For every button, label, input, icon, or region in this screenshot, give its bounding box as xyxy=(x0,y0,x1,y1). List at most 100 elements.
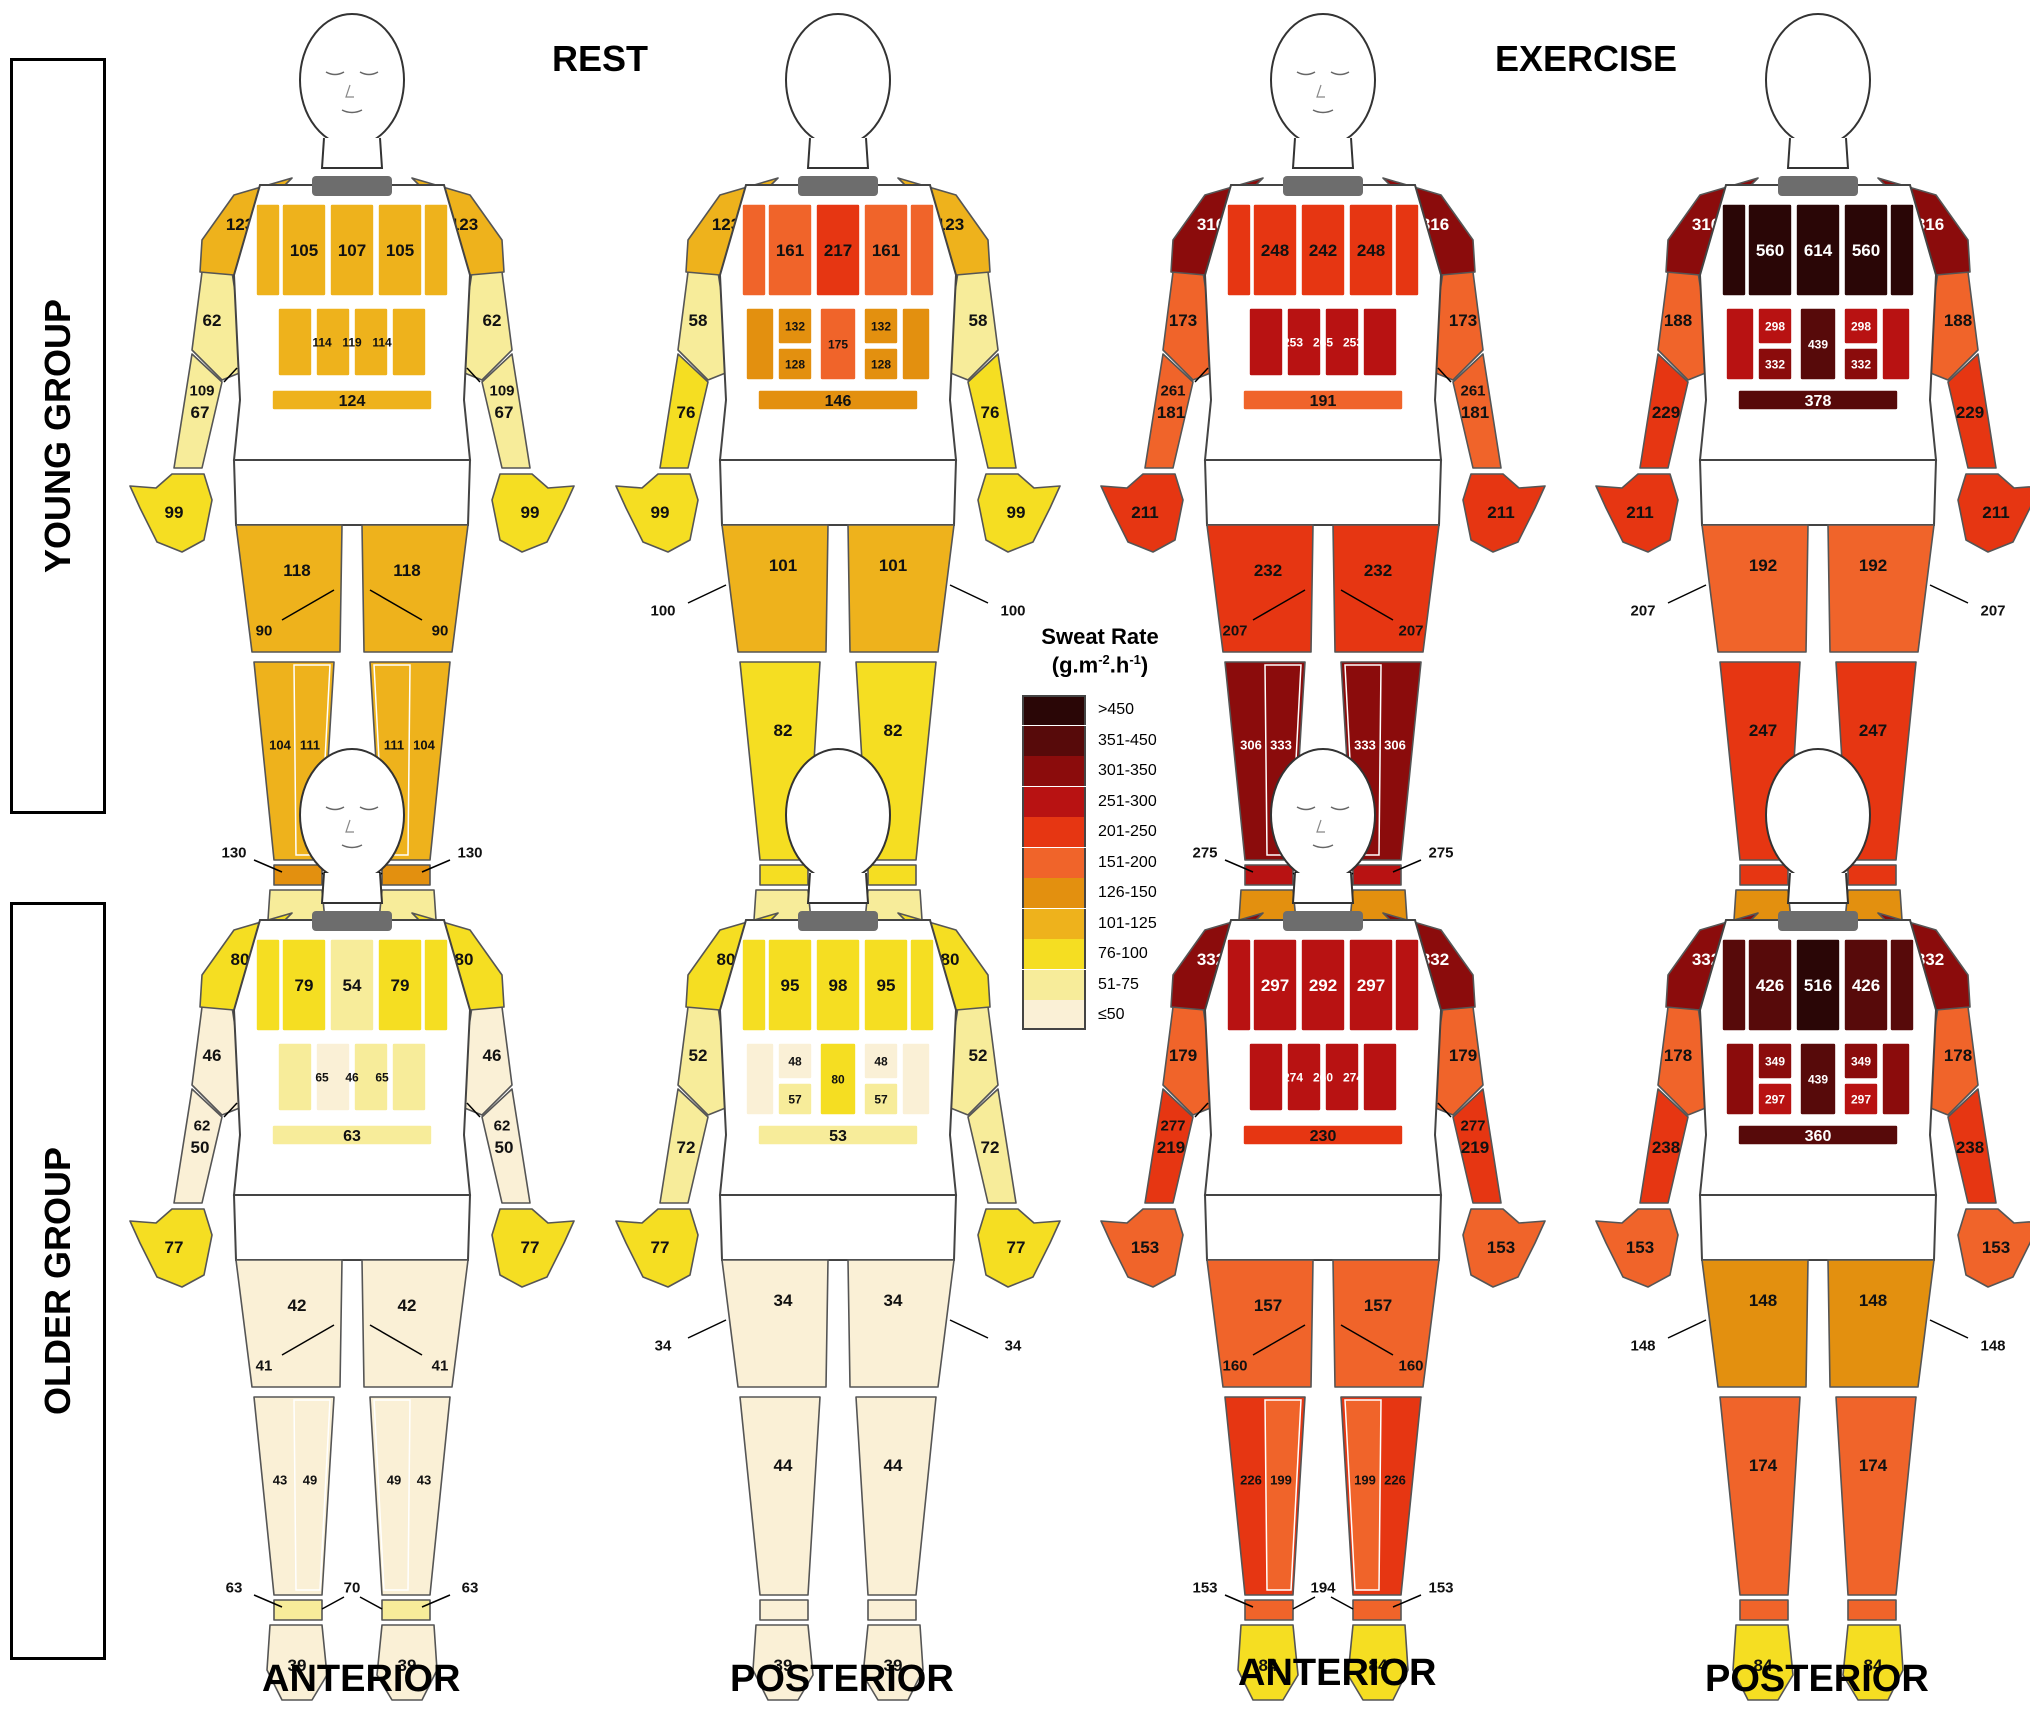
mid-back-side-region xyxy=(745,307,775,381)
mid-back-value: 439 xyxy=(1808,1072,1828,1086)
forearm-value: 72 xyxy=(677,1138,696,1157)
ankle-region xyxy=(1847,1599,1897,1621)
forearm-region xyxy=(967,353,1017,469)
hand-value: 153 xyxy=(1131,1238,1159,1257)
leader-line xyxy=(281,589,335,621)
upper-arm-value: 62 xyxy=(483,311,502,330)
hand-value: 211 xyxy=(1131,503,1158,522)
mid-back-region xyxy=(777,307,813,345)
chest-region xyxy=(1300,203,1346,297)
thigh-region xyxy=(847,1259,955,1388)
thigh-region xyxy=(361,1259,469,1388)
chest-region xyxy=(815,938,861,1032)
foot-value: 84 xyxy=(1369,1656,1388,1675)
forearm-value: 181 xyxy=(1461,403,1489,422)
hand-value: 99 xyxy=(165,503,184,522)
ankle-mid-value: 194 xyxy=(1310,1579,1336,1596)
neck-bar xyxy=(1283,176,1363,196)
ankle-region xyxy=(1352,1599,1402,1621)
hand-region xyxy=(491,1208,575,1288)
neck-bar xyxy=(312,176,392,196)
thigh-region xyxy=(1332,524,1440,653)
thigh-region xyxy=(1827,1259,1935,1388)
thigh-value: 232 xyxy=(1364,561,1392,580)
abdomen-region xyxy=(391,307,427,377)
mid-back-region xyxy=(1757,1042,1793,1080)
pelvis-outline xyxy=(232,459,472,526)
chest-side-region xyxy=(1889,938,1915,1032)
elbow-value: 62 xyxy=(194,1117,211,1134)
lower-band-region xyxy=(757,389,919,411)
ankle-value: 153 xyxy=(1192,1579,1217,1596)
foot-region xyxy=(1732,1624,1794,1701)
thigh-side-value: 100 xyxy=(1000,602,1025,619)
shoulder-value: 80 xyxy=(455,950,474,969)
hand-region xyxy=(1595,473,1679,553)
abdomen-region xyxy=(315,1042,351,1112)
chest-value: 95 xyxy=(877,976,896,995)
elbow-value: 277 xyxy=(1460,1117,1485,1134)
leader-line xyxy=(1667,1319,1707,1339)
lower-band-value: 360 xyxy=(1805,1128,1832,1145)
chest-value: 560 xyxy=(1756,241,1784,260)
hand-value: 211 xyxy=(1982,503,2009,522)
ankle-region xyxy=(1244,1599,1294,1621)
forearm-region xyxy=(1639,353,1689,469)
pelvis-outline xyxy=(718,459,958,526)
ankle-region xyxy=(1847,864,1897,886)
legend-swatch xyxy=(1022,817,1086,847)
mid-back-value: 80 xyxy=(831,1072,845,1086)
hand-value: 77 xyxy=(521,1238,540,1257)
ankle-value: 275 xyxy=(1428,844,1453,861)
ankle-region xyxy=(1739,1599,1789,1621)
chest-side-region xyxy=(1226,203,1252,297)
hand-region xyxy=(1100,1208,1184,1288)
calf-value: 44 xyxy=(774,1456,793,1475)
abdomen-value: 253 xyxy=(1343,335,1363,349)
head-outline xyxy=(1270,748,1376,882)
shin-value: 226 xyxy=(1384,1473,1406,1488)
abdomen-region xyxy=(1286,1042,1322,1112)
thigh-region xyxy=(1206,524,1314,653)
forearm-region xyxy=(1639,1088,1689,1204)
mid-back-value: 298 xyxy=(1765,319,1785,333)
chest-side-region xyxy=(909,203,935,297)
thigh-value: 42 xyxy=(398,1296,417,1315)
ankle-value: 275 xyxy=(1192,844,1217,861)
upper-arm-value: 62 xyxy=(203,311,222,330)
abdomen-value: 274 xyxy=(1343,1070,1363,1084)
chest-region xyxy=(767,938,813,1032)
mid-back-value: 297 xyxy=(1765,1092,1785,1106)
leader-line xyxy=(1667,584,1707,604)
abdomen-region xyxy=(391,1042,427,1112)
legend-label: >450 xyxy=(1098,701,1135,718)
thigh-value: 101 xyxy=(879,556,907,575)
mid-back-value: 349 xyxy=(1851,1054,1871,1068)
mid-back-value: 128 xyxy=(785,357,805,371)
abdomen-region xyxy=(353,307,389,377)
leader-line xyxy=(1194,367,1209,383)
leader-line xyxy=(949,584,989,604)
leader-line xyxy=(1292,1596,1316,1610)
chest-side-region xyxy=(1721,938,1747,1032)
leader-line xyxy=(466,1102,481,1118)
abdomen-value: 46 xyxy=(345,1070,359,1084)
chest-region xyxy=(1747,203,1793,297)
hand-region xyxy=(491,473,575,553)
shin-value: 104 xyxy=(269,738,291,753)
leader-line xyxy=(253,859,283,873)
chest-region xyxy=(329,203,375,297)
mid-back-value: 349 xyxy=(1765,1054,1785,1068)
mid-back-value: 132 xyxy=(785,319,805,333)
upper-arm-value: 58 xyxy=(969,311,988,330)
chest-region xyxy=(1747,938,1793,1032)
thigh-value: 157 xyxy=(1254,1296,1282,1315)
mid-back-region xyxy=(1799,307,1837,381)
chest-region xyxy=(1795,938,1841,1032)
shin-value: 104 xyxy=(413,738,435,753)
foot-region xyxy=(266,1624,328,1701)
shin-inner-region xyxy=(1264,1399,1302,1591)
chest-value: 79 xyxy=(391,976,410,995)
chest-value: 560 xyxy=(1852,241,1880,260)
mid-back-region xyxy=(863,1082,899,1116)
